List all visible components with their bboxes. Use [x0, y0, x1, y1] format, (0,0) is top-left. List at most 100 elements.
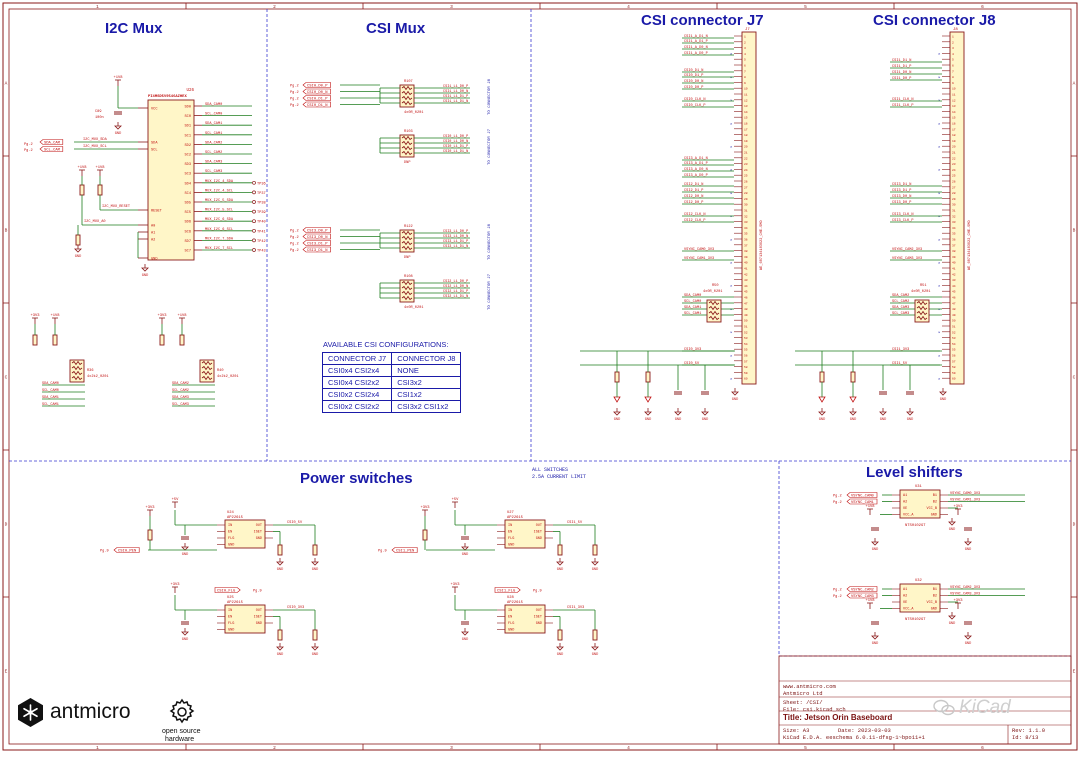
net-label: CSI0_3V3	[684, 348, 701, 352]
net-label: CSI0_L1_D0_N	[443, 140, 468, 144]
ground-symbol	[74, 248, 82, 253]
pin-number: 60	[744, 378, 748, 381]
ground-symbol	[556, 561, 564, 566]
pin-number: 24	[952, 169, 956, 172]
ground-label: GND	[592, 568, 598, 572]
title-block-id: Id: 8/13	[1012, 734, 1039, 741]
test-point	[252, 219, 256, 224]
resistor-zigzag	[401, 85, 413, 91]
net-label: CSI0_D1_N	[684, 69, 703, 73]
pin-number: 29	[744, 198, 748, 201]
pin-number: 50	[952, 320, 956, 323]
net-label: CSI3_CLK_N	[892, 213, 914, 217]
pin-number: 50	[744, 320, 748, 323]
net-label: SCL_CAM3	[172, 403, 189, 407]
hier-label	[302, 101, 331, 108]
power-rail-label: +5V	[452, 498, 460, 502]
ground-symbol	[964, 635, 972, 640]
title-block-file: File: csi.kicad_sch	[783, 706, 846, 713]
power-rail-label: +3V3	[420, 506, 430, 510]
no-connect: ×	[938, 191, 941, 196]
pin-name: IN	[228, 609, 232, 613]
resistor-r167	[79, 184, 85, 196]
pin-name: IN	[228, 524, 232, 528]
test-point	[252, 180, 256, 185]
pin-name: IN	[508, 524, 512, 528]
test-point	[252, 200, 256, 204]
pin-number: 16	[952, 123, 956, 126]
pin-number: 23	[744, 163, 748, 166]
page-ref: Pg.2	[290, 236, 299, 240]
resistor	[557, 629, 563, 641]
net-label: SCL_CAM1	[42, 403, 59, 407]
test-point-label: TP37	[257, 192, 266, 196]
ground-symbol	[644, 411, 652, 416]
ground-label: GND	[462, 553, 468, 557]
led-icon	[644, 396, 652, 403]
pin-number: 43	[744, 279, 748, 282]
border-number: 4	[627, 4, 630, 10]
pin-number: 40	[744, 262, 748, 265]
hier-label-text: CSI1_PEN	[396, 550, 414, 554]
pin-number: 15	[952, 117, 956, 120]
pin-number: 18	[744, 134, 748, 137]
hier-label-text: VSYNC_CAM1	[851, 501, 875, 505]
resistor-zigzag	[401, 235, 413, 241]
pin-number: 34	[744, 227, 748, 230]
net-label: CSI2_D0_P	[684, 201, 703, 205]
watermark-text: KiCad	[959, 697, 1011, 718]
resistor	[422, 529, 428, 541]
ground-label: GND	[872, 548, 878, 552]
pin-number: 52	[744, 331, 748, 334]
ground-label: GND	[940, 398, 946, 402]
hier-label-text: CSI0_D1_P	[307, 98, 328, 102]
ground-symbol	[141, 267, 149, 272]
pin-number: 36	[952, 239, 956, 242]
resistor	[850, 371, 856, 383]
ref-label: R108	[404, 275, 413, 279]
ground-label: GND	[645, 418, 651, 422]
table-cell: CSI3x2 CSI1x2	[391, 400, 462, 413]
test-point	[252, 190, 256, 195]
net-label: CSI2_D0_N	[684, 195, 703, 199]
table-cell: CSI3x2	[391, 376, 462, 389]
pin-name: IN	[508, 609, 512, 613]
no-connect: ×	[730, 354, 733, 359]
pin-name: SD6	[185, 221, 191, 225]
table-cell: CSI0x2 CSI2x4	[321, 388, 393, 401]
hier-label	[214, 587, 241, 593]
no-connect: ×	[938, 168, 941, 173]
pin-number: 28	[952, 192, 956, 195]
value-label: 4x2k2_0201	[87, 374, 109, 379]
pin-number: 25	[744, 175, 748, 178]
ground-symbol	[181, 546, 189, 551]
pin-name: VCC_B	[926, 507, 937, 511]
resistor-r168	[75, 234, 81, 246]
hier-label-text: CSI3_D0_N	[307, 236, 328, 240]
table-row: CSI0x2 CSI2x2 CSI3x2 CSI1x2	[321, 400, 462, 413]
net-label: CSI2_CLK_P	[684, 219, 706, 223]
power-rail-label: +1V8	[95, 166, 105, 170]
title-block-size: Size: A3	[783, 727, 810, 734]
power-rail-label: +3V3	[450, 583, 460, 587]
pin-number: 19	[744, 140, 748, 143]
hier-label-text: CSI0_D0_N	[307, 91, 328, 95]
border-letter: C	[1073, 375, 1076, 381]
value-label: DNP	[404, 256, 410, 260]
part-label: PI4MSD5V9546AZHEX	[148, 95, 187, 99]
pin-name: SC4	[185, 192, 191, 196]
test-point-label: TP36	[257, 182, 266, 186]
power-note-line2: 2.5A CURRENT LIMIT	[532, 474, 587, 480]
pin-name: OE	[903, 601, 907, 605]
net-label: CSI3_D1_N	[892, 183, 911, 187]
net-label: CSI1_A_D1_N	[684, 35, 708, 39]
net-label: CSI3_L1_D0_P	[443, 230, 468, 234]
net-label: SCL_CAM2	[172, 389, 189, 393]
pin-name: ISET	[534, 531, 542, 535]
hier-label	[846, 592, 878, 599]
test-point	[252, 228, 256, 233]
hier-label	[494, 587, 521, 593]
part-label: AP22615	[507, 516, 524, 520]
border-number: 6	[981, 4, 984, 10]
net-label: SDA_CAM3	[172, 396, 189, 400]
